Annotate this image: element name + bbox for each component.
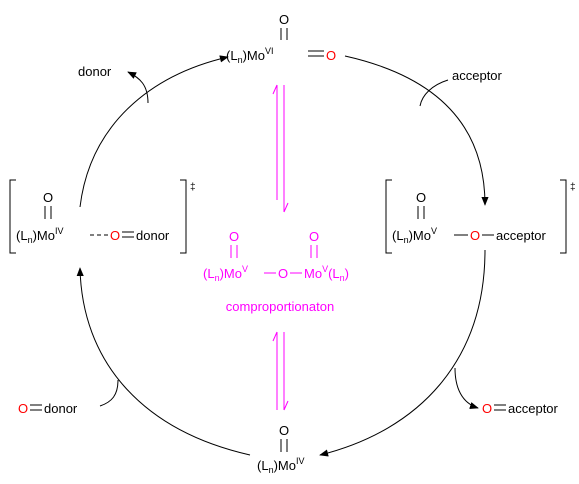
right-ligand-sub: n [404, 235, 409, 245]
svg-text:(Ln)MoIV: (Ln)MoIV [257, 456, 304, 475]
right-ligand-open: (L [392, 228, 404, 243]
svg-text:(Ln)MoV: (Ln)MoV [392, 226, 437, 245]
center-left-ligand-sub: n [215, 273, 220, 283]
center-bridge-oxygen: O [278, 266, 288, 281]
top-ligand-open: (L [226, 48, 238, 63]
left-oxidation: IV [55, 226, 64, 236]
right-metal: )Mo [409, 228, 431, 243]
cycle-arc-left-to-top [79, 55, 229, 208]
top-ligand-sub: n [238, 55, 243, 65]
left-partner: donor [136, 228, 170, 243]
species-center-dimer: O O (Ln)MoV O MoV(Ln) comproportionaton [203, 229, 349, 314]
bottom-ligand-sub: n [269, 465, 274, 475]
left-ligand-open: (L [16, 228, 28, 243]
right-oxidation: V [431, 226, 437, 236]
cycle-arc-top-to-right [344, 55, 489, 206]
species-right-mo-v-acceptor: ‡ O (Ln)MoV O acceptor [385, 179, 576, 254]
left-ligand-sub: n [28, 235, 33, 245]
acceptor-in-label: acceptor [452, 68, 503, 83]
acceptor-out-text: acceptor [508, 401, 559, 416]
center-right-ligand-open: (L [328, 266, 340, 281]
center-left-ligand-open: (L [203, 266, 215, 281]
center-right-metal: Mo [304, 266, 322, 281]
center-right-ligand-close: ) [345, 266, 349, 281]
top-metal: )Mo [243, 48, 265, 63]
center-right-oxo-atom: O [309, 229, 319, 244]
donor-release-arrow [127, 71, 149, 104]
right-oxo-atom: O [416, 190, 426, 205]
svg-text:(Ln)MoV: (Ln)MoV [203, 264, 248, 283]
acceptor-out-label: O acceptor [482, 401, 559, 416]
donor-in-o: O [18, 401, 28, 416]
cycle-arc-right-to-bottom [319, 249, 486, 457]
bottom-metal: )Mo [274, 458, 296, 473]
species-bottom-mo-iv: O (Ln)MoIV [257, 423, 304, 475]
center-right-oxidation: V [322, 264, 328, 274]
donor-uptake-hook [99, 379, 119, 407]
center-left-metal: )Mo [220, 266, 242, 281]
acceptor-out-o: O [482, 401, 492, 416]
top-oxidation: VI [265, 46, 274, 56]
acceptor-release-arrow [454, 367, 479, 410]
donor-in-label: O donor [18, 401, 78, 416]
top-oxo-atom: O [279, 12, 289, 27]
species-left-mo-iv-donor: ‡ O (Ln)MoIV O donor [9, 179, 196, 254]
right-partner: acceptor [496, 228, 547, 243]
svg-text:(Ln)MoIV: (Ln)MoIV [16, 226, 63, 245]
top-oxo-red: O [326, 48, 336, 63]
left-oxo-red: O [110, 228, 120, 243]
center-right-ligand-sub: n [340, 273, 345, 283]
svg-text:MoV(Ln): MoV(Ln) [304, 264, 349, 283]
acceptor-uptake-hook [419, 79, 449, 107]
svg-text:(Ln)MoVI: (Ln)MoVI [226, 46, 273, 65]
species-top-mo-vi: O (Ln)MoVI O [226, 12, 336, 65]
donor-out-label: donor [78, 64, 112, 79]
right-oxo-red: O [470, 228, 480, 243]
upper-equilibrium-arrows [272, 84, 289, 213]
lower-equilibrium-arrows [272, 331, 289, 411]
left-metal: )Mo [33, 228, 55, 243]
bottom-ligand-open: (L [257, 458, 269, 473]
right-dagger: ‡ [570, 182, 576, 193]
left-dagger: ‡ [190, 182, 196, 193]
bottom-oxidation: IV [296, 456, 305, 466]
left-oxo-atom: O [43, 190, 53, 205]
center-left-oxidation: V [242, 264, 248, 274]
center-caption: comproportionaton [226, 299, 334, 314]
center-left-oxo-atom: O [229, 229, 239, 244]
cycle-arc-bottom-to-left [76, 267, 251, 456]
donor-in-text: donor [44, 401, 78, 416]
bottom-oxo-atom: O [279, 423, 289, 438]
